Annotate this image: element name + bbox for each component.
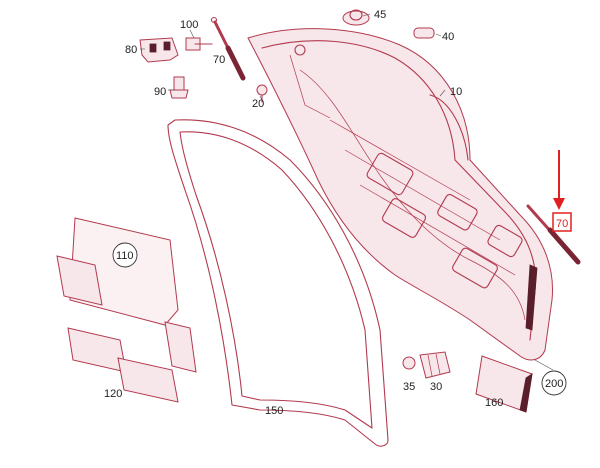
callout-150: 150 bbox=[265, 405, 283, 417]
callout-35: 35 bbox=[403, 381, 415, 393]
callout-20: 20 bbox=[252, 98, 264, 110]
highlight-arrow bbox=[553, 150, 565, 210]
callout-200: 200 bbox=[545, 378, 563, 390]
callout-100: 100 bbox=[180, 19, 198, 31]
bolt-90 bbox=[169, 76, 189, 99]
bolt-100 bbox=[185, 37, 213, 51]
grommet-45 bbox=[342, 9, 370, 26]
callout-70-right: 70 bbox=[556, 218, 568, 230]
tailgate-panel bbox=[247, 28, 554, 361]
callout-110: 110 bbox=[116, 250, 134, 262]
gas-strut-left bbox=[210, 16, 246, 81]
bellows-30 bbox=[419, 351, 451, 379]
hinge-80 bbox=[139, 37, 179, 63]
plug-40 bbox=[413, 27, 435, 39]
highlight-box bbox=[552, 212, 572, 232]
ring-35 bbox=[402, 356, 416, 370]
label-sheet-110 bbox=[56, 217, 197, 373]
callout-45: 45 bbox=[374, 9, 386, 21]
callout-80: 80 bbox=[125, 44, 137, 56]
callout-160: 160 bbox=[485, 397, 503, 409]
callout-90: 90 bbox=[154, 86, 166, 98]
callout-10: 10 bbox=[450, 86, 462, 98]
callout-120: 120 bbox=[104, 388, 122, 400]
callout-30: 30 bbox=[430, 381, 442, 393]
callout-circle-200 bbox=[541, 370, 567, 396]
pad-160 bbox=[475, 355, 533, 413]
callout-circle-110 bbox=[112, 242, 138, 268]
gas-strut-right bbox=[526, 204, 581, 265]
label-sheet-120 bbox=[67, 327, 179, 403]
door-seal bbox=[167, 119, 389, 447]
clip-20 bbox=[256, 84, 268, 103]
callout-70-left: 70 bbox=[213, 54, 225, 66]
callout-40: 40 bbox=[442, 31, 454, 43]
